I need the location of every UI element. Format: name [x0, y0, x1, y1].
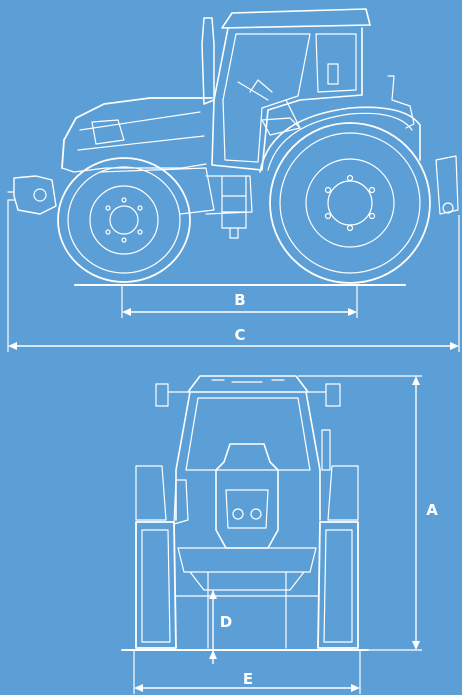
hood-vent	[91, 119, 125, 145]
front-wheel-right-front-view	[317, 521, 359, 649]
cab-frame	[211, 27, 363, 171]
hood-stripe	[77, 111, 205, 151]
hood-lower-edge	[61, 163, 207, 173]
front-headlight-left	[232, 508, 244, 520]
rear-fender	[259, 106, 421, 173]
front-hitch-arm	[7, 191, 15, 201]
cab-rear-window	[315, 33, 357, 93]
front-exhaust-pipe	[321, 429, 331, 471]
exhaust-pipe	[201, 17, 215, 105]
dimension-label-e: E	[243, 670, 253, 688]
left-mirror	[155, 383, 191, 407]
front-cab-roof-lights	[211, 379, 285, 383]
front-cab-frame	[175, 391, 321, 521]
dimension-label-b: B	[234, 291, 245, 309]
dimension-c	[7, 200, 460, 352]
steering-wheel	[237, 79, 273, 101]
dimension-label-d: D	[220, 613, 232, 631]
step-ladder	[221, 175, 247, 239]
rear-wheel-side	[269, 122, 431, 284]
cab-window	[222, 33, 311, 163]
dimension-label-a: A	[426, 501, 438, 519]
front-cab-windshield	[185, 397, 311, 471]
cab-roof	[221, 8, 371, 29]
rear-hitch	[387, 75, 459, 215]
chassis	[99, 167, 253, 215]
front-wheel-side	[57, 157, 191, 283]
dimension-a	[298, 375, 422, 651]
front-wheel-left-front-view	[135, 521, 177, 649]
dimension-label-c: C	[234, 326, 245, 344]
rear-wheel-left-front-view	[135, 465, 167, 521]
rear-wheel-right-front-view	[327, 465, 359, 521]
dimension-d	[209, 590, 217, 664]
hood	[61, 97, 213, 169]
front-weight	[175, 571, 319, 649]
tractor-side-view	[7, 8, 459, 286]
front-cab-roof	[187, 375, 309, 393]
front-hitch	[13, 175, 57, 215]
front-hood	[215, 443, 279, 549]
rear-fender-inner	[267, 112, 413, 171]
front-grille	[225, 489, 269, 529]
dimension-b	[121, 286, 358, 318]
mirror	[327, 63, 339, 85]
front-exhaust	[173, 479, 189, 525]
front-headlight-right	[250, 508, 262, 520]
right-mirror	[305, 383, 341, 407]
rear-hitch-pin	[442, 202, 454, 214]
front-hitch-pin	[33, 188, 47, 202]
dimension-e	[133, 650, 361, 694]
front-axle	[177, 547, 317, 591]
tractor-front-view	[121, 375, 369, 651]
